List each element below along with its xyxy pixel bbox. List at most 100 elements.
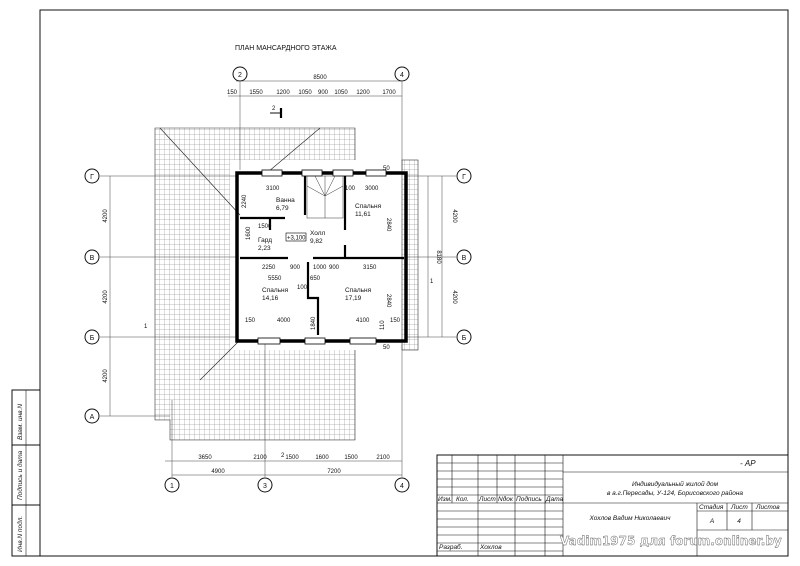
- label-text: Подпись: [516, 495, 542, 503]
- label-text: Листов: [755, 504, 780, 511]
- label-text: 4: [737, 518, 741, 525]
- label-text: 1200: [356, 90, 370, 96]
- label-text: 5550: [268, 276, 282, 282]
- label-text: 2: [281, 453, 285, 459]
- sheet-frame: [39, 9, 789, 557]
- stamp-label: Взам. инв.N: [17, 404, 24, 440]
- label-text: Г: [462, 174, 466, 181]
- label-text: 7200: [327, 469, 341, 475]
- label-text: Хохлов: [479, 544, 502, 551]
- label-text: 1: [170, 483, 174, 490]
- label-text: 3100: [266, 186, 280, 192]
- room-name: Спальня: [355, 203, 382, 210]
- room-name: Спальня: [262, 287, 289, 294]
- room-area: 9,82: [310, 238, 323, 245]
- label-text: Лист: [478, 496, 496, 503]
- label-text: Индивидуальный жилой дом: [632, 480, 719, 488]
- stair: [306, 175, 344, 219]
- label-text: 3650: [198, 455, 212, 461]
- label-text: 4900: [211, 469, 225, 475]
- room-area: 14,16: [262, 295, 279, 302]
- label-text: 2250: [262, 265, 276, 271]
- label-text: Хохлов Вадим Николаевич: [589, 514, 672, 522]
- label-text: в а.г.Пересады, У-124, Борисовского райо…: [607, 489, 743, 497]
- label-text: 4000: [277, 318, 291, 324]
- label-text: 50: [383, 345, 390, 351]
- label-text: 4200: [103, 290, 109, 304]
- room-area: 11,61: [355, 211, 371, 218]
- label-text: 4100: [356, 318, 370, 324]
- title-block: Изм. Кол. Лист Nдок Подпись Дата - АР Ин…: [436, 454, 789, 557]
- label-text: 4: [400, 483, 404, 490]
- label-text: В: [462, 255, 467, 262]
- label-text: 1600: [315, 455, 329, 461]
- label-text: Г: [90, 174, 94, 181]
- label-text: 900: [329, 265, 340, 271]
- label-text: 4200: [451, 290, 457, 304]
- label-text: 3000: [365, 186, 379, 192]
- watermark: Vadim1975 для forum.onliner.by: [560, 534, 782, 548]
- drawing-title: ПЛАН МАНСАРДНОГО ЭТАЖА: [235, 45, 337, 52]
- label-text: 2100: [253, 455, 267, 461]
- label-text: Б: [462, 335, 467, 342]
- label-text: 1050: [298, 90, 312, 96]
- label-text: 4200: [451, 209, 457, 223]
- label-text: 2: [238, 72, 242, 79]
- room-name: Холл: [310, 230, 326, 237]
- room-area: 2,23: [258, 245, 271, 252]
- stamp-label: Инв.N подл.: [16, 516, 24, 552]
- label-text: 2: [272, 106, 276, 112]
- level-mark: +3,100: [287, 236, 306, 242]
- label-text: 150: [245, 318, 256, 324]
- label-text: 900: [318, 90, 329, 96]
- room-name: Гард: [258, 237, 272, 244]
- label-text: 4: [400, 72, 404, 79]
- label-text: 3150: [363, 265, 377, 271]
- label-text: 900: [290, 265, 301, 271]
- axis-lines: [100, 80, 456, 477]
- walls: [235, 169, 408, 345]
- label-text: 1500: [344, 455, 358, 461]
- label-text: 100: [297, 285, 308, 291]
- room-name: Спальня: [345, 287, 372, 294]
- label-text: 1550: [249, 90, 263, 96]
- room-name: Ванна: [276, 197, 295, 204]
- label-text: 1: [430, 279, 434, 285]
- dimensions: 8500 150 1550 1200 1050 900 1050 1200 17…: [103, 75, 457, 475]
- label-text: 3: [263, 483, 267, 490]
- label-text: 1000: [313, 265, 327, 271]
- label-text: 2840: [385, 218, 391, 232]
- label-text: Стадия: [699, 503, 724, 511]
- label-text: 1840: [311, 316, 317, 330]
- inner-dimensions: 3100 3000 100 1500 2250 900 1000 900 315…: [242, 166, 401, 351]
- label-text: 650: [310, 276, 321, 282]
- label-text: 1050: [334, 90, 348, 96]
- label-text: 8180: [435, 250, 441, 264]
- label-text: А: [90, 414, 95, 421]
- axis-markers: 2 4 1 3 4 Г В Б А Г В Б: [84, 66, 472, 493]
- label-text: 110: [380, 320, 386, 330]
- label-text: 1200: [276, 90, 290, 96]
- room-area: 17,19: [345, 295, 362, 302]
- label-text: Б: [90, 335, 95, 342]
- label-text: 1600: [246, 226, 252, 240]
- label-text: 4200: [103, 369, 109, 383]
- label-text: 2240: [242, 194, 248, 208]
- label-text: 150: [390, 318, 401, 324]
- label-text: А: [709, 518, 714, 525]
- room-labels: Ванна 6,79 Спальня 11,61 Холл 9,82 Гард …: [258, 197, 382, 302]
- label-text: 1500: [285, 455, 299, 461]
- room-area: 6,79: [276, 205, 289, 212]
- label-text: 100: [345, 186, 356, 192]
- label-text: Дата: [545, 496, 564, 503]
- label-text: Лист: [730, 504, 748, 511]
- side-stamp: Взам. инв.N Подпись и дата Инв.N подл.: [11, 389, 41, 557]
- label-text: 2100: [376, 455, 390, 461]
- label-text: 150: [227, 90, 238, 96]
- label-text: 1: [144, 324, 148, 330]
- label-text: Nдок: [498, 495, 514, 503]
- label-text: 1500: [258, 224, 272, 230]
- label-text: Кол.: [456, 496, 469, 503]
- label-text: Изм.: [438, 496, 452, 503]
